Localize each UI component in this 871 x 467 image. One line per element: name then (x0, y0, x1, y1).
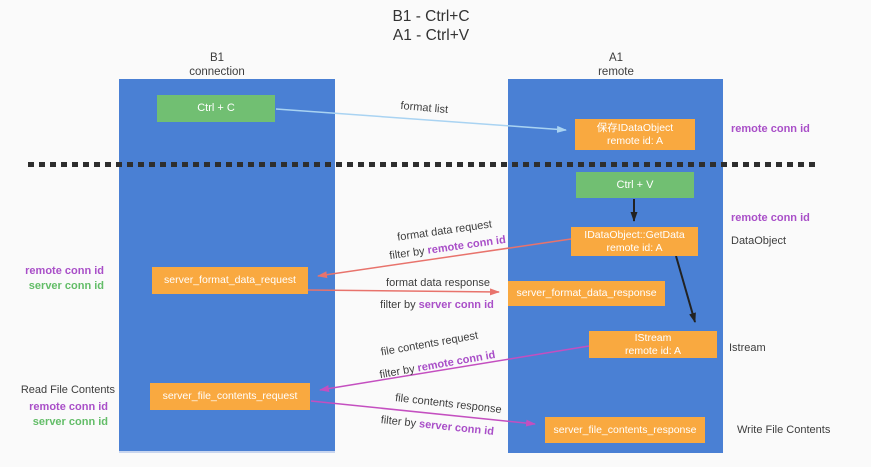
format-data-request-filter-label: filter by remote conn id (389, 234, 507, 262)
format-data-response-label: format data response (386, 277, 490, 289)
file-contents-request-label: file contents request (380, 330, 479, 359)
read-file-contents-label: Read File Contents (20, 384, 115, 396)
format-data-request-label: format data request (397, 218, 493, 243)
lane-a1-name: A1 (608, 52, 624, 64)
server-format-data-response-label: server_format_data_response (516, 287, 657, 299)
file-contents-response-arrow (310, 400, 536, 427)
title-line-1: B1 - Ctrl+C (392, 8, 470, 25)
server-file-contents-request-label: server_file_contents_request (162, 390, 298, 402)
lane-header-b1-connection: B1 connection (147, 51, 287, 79)
istream-box: IStream remote id: A (589, 331, 717, 358)
server-format-data-request-label: server_format_data_request (164, 274, 296, 286)
server-conn-id-key: server conn id (418, 418, 494, 438)
write-file-contents-label: Write File Contents (737, 424, 831, 436)
ctrl-c-label: Ctrl + C (197, 102, 235, 114)
lane-b1-role: connection (189, 66, 245, 78)
right-mid-remote-conn-id-label: remote conn id (731, 212, 810, 224)
lane-header-a1-remote: A1 remote (546, 51, 686, 79)
server-file-contents-response-label: server_file_contents_response (553, 423, 697, 436)
file-contents-response-label: file contents response (394, 392, 502, 416)
server-format-data-response-box: server_format_data_response (508, 281, 665, 306)
save-idataobject-line2: remote id: A (606, 134, 664, 147)
left-mid-server-conn-id-label: server conn id (28, 280, 104, 292)
idataobject-getdata-box: IDataObject::GetData remote id: A (571, 227, 698, 256)
save-idataobject-line1: 保存IDataObject (596, 121, 674, 134)
left-bottom-remote-conn-id-label: remote conn id (29, 401, 108, 413)
server-file-contents-response-box: server_file_contents_response (545, 417, 705, 443)
session-separator-line (28, 162, 820, 167)
getdata-line2: remote id: A (606, 241, 663, 254)
ctrl-c-box: Ctrl + C (157, 95, 275, 122)
filter-by-text: filter by (380, 299, 419, 311)
lane-a1-role: remote (598, 66, 634, 78)
filter-by-text: filter by (380, 414, 420, 430)
filter-by-text: filter by (389, 245, 429, 262)
ctrl-v-label: Ctrl + V (616, 178, 654, 191)
title-line-2: A1 - Ctrl+V (392, 27, 470, 44)
left-bottom-server-conn-id-label: server conn id (32, 416, 108, 428)
server-file-contents-request-box: server_file_contents_request (150, 383, 310, 410)
istream-side-label: Istream (729, 342, 766, 354)
ctrl-v-box: Ctrl + V (576, 172, 694, 198)
left-mid-conn-id-labels: remote conn id server conn id (0, 264, 104, 294)
lane-b1-name: B1 (209, 52, 225, 64)
getdata-line1: IDataObject::GetData (584, 228, 685, 241)
filter-by-text: filter by (379, 363, 419, 382)
istream-line2: remote id: A (624, 344, 682, 357)
file-contents-request-filter-label: filter by remote conn id (379, 349, 497, 381)
left-mid-remote-conn-id-label: remote conn id (25, 265, 104, 277)
format-list-label: format list (400, 100, 449, 116)
format-data-response-arrow (307, 288, 500, 296)
server-format-data-request-box: server_format_data_request (152, 267, 308, 294)
istream-line1: IStream (634, 331, 672, 344)
format-data-response-filter-label: filter by server conn id (380, 299, 494, 311)
server-conn-id-key: server conn id (419, 299, 494, 311)
dataobject-label: DataObject (731, 235, 787, 247)
right-top-remote-conn-id-label: remote conn id (731, 123, 810, 135)
remote-conn-id-key: remote conn id (427, 234, 507, 257)
diagram-title: B1 - Ctrl+C A1 - Ctrl+V (300, 7, 562, 45)
save-idataobject-box: 保存IDataObject remote id: A (575, 119, 695, 150)
remote-conn-id-key: remote conn id (417, 349, 497, 375)
file-contents-response-filter-label: filter by server conn id (380, 414, 494, 438)
left-bottom-conn-id-labels: remote conn id server conn id (0, 400, 108, 430)
